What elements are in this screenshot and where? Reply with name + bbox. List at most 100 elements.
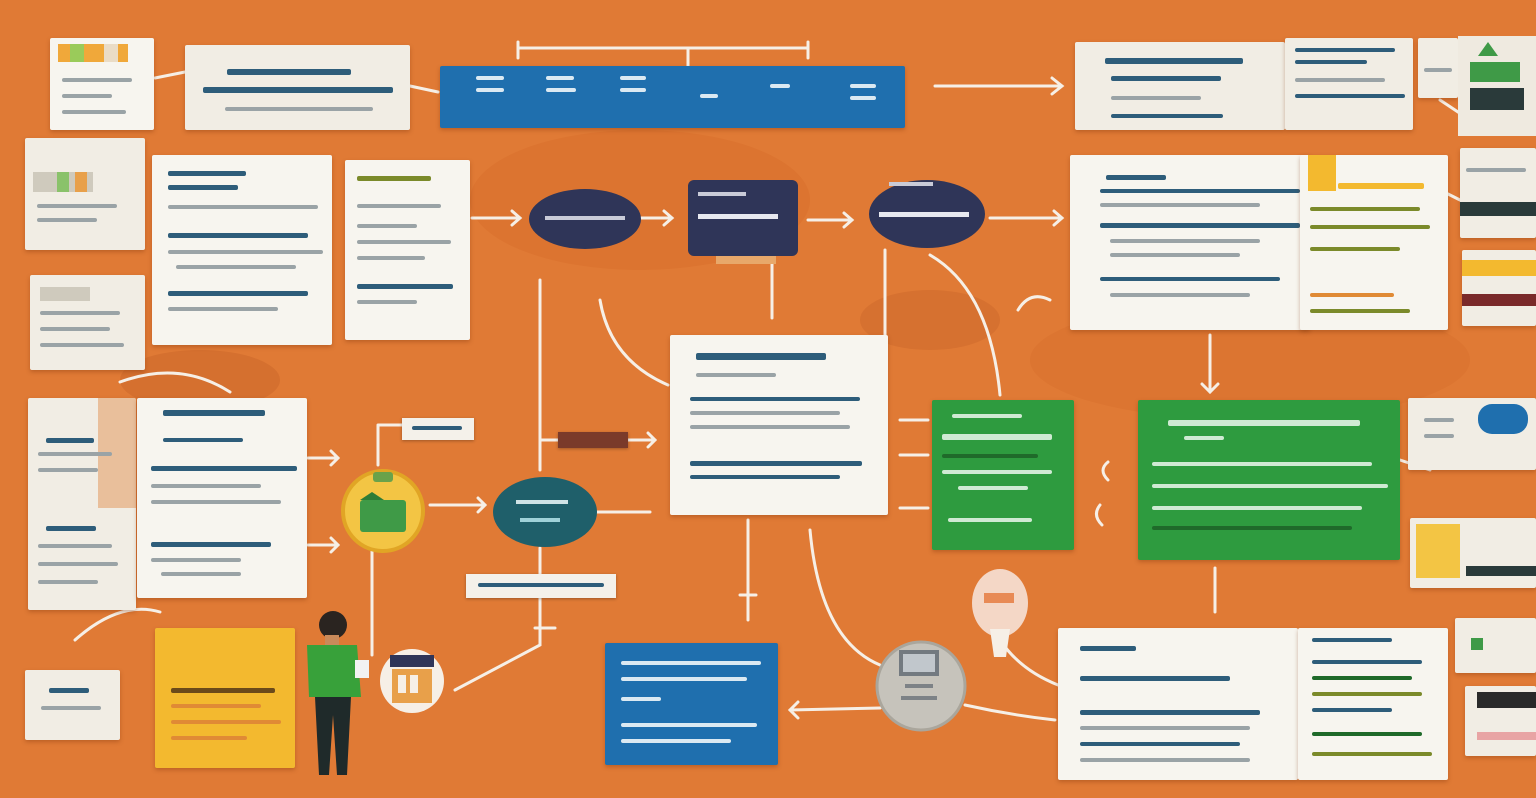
text-line xyxy=(942,454,1038,458)
right-checklist-card xyxy=(1300,155,1448,330)
text-line xyxy=(163,410,265,416)
text-line xyxy=(476,76,504,80)
arrow xyxy=(787,700,882,720)
connector xyxy=(376,423,404,467)
text-line xyxy=(1295,48,1395,52)
text-line xyxy=(1310,225,1430,229)
text-line xyxy=(1111,76,1221,81)
text-line xyxy=(620,76,646,80)
text-line xyxy=(696,353,826,360)
text-line xyxy=(621,723,757,727)
text-line xyxy=(1312,638,1392,642)
tag-block xyxy=(1308,155,1336,191)
text-line xyxy=(546,76,574,80)
text-line xyxy=(546,88,576,92)
text-line xyxy=(1295,60,1367,64)
text-line xyxy=(942,470,1052,474)
text-line xyxy=(46,526,96,531)
text-line xyxy=(1312,676,1412,680)
text-line xyxy=(690,411,840,415)
text-line xyxy=(948,518,1032,522)
connector xyxy=(808,528,882,667)
text-line xyxy=(621,677,747,681)
text-line xyxy=(357,240,451,244)
yellow-block xyxy=(1416,524,1460,578)
text-line xyxy=(1080,758,1250,762)
text-line xyxy=(225,107,373,111)
green-dot xyxy=(1471,638,1483,650)
text-line xyxy=(40,343,124,347)
text-line xyxy=(176,265,296,269)
green-card-right xyxy=(1138,400,1400,560)
text-line xyxy=(1295,78,1385,82)
text-line xyxy=(171,736,247,740)
text-line xyxy=(478,583,604,587)
text-line xyxy=(227,69,351,75)
text-line xyxy=(151,542,271,547)
text-line xyxy=(1105,58,1243,64)
text-line xyxy=(62,110,126,114)
connector xyxy=(516,40,810,60)
text-line xyxy=(1111,114,1223,118)
text-line xyxy=(1080,646,1136,651)
text-line xyxy=(690,475,840,479)
text-line xyxy=(203,87,393,93)
text-line xyxy=(357,176,431,181)
text-line xyxy=(168,171,246,176)
arrow xyxy=(988,209,1065,227)
right-edge-card xyxy=(1462,250,1536,326)
text-line xyxy=(952,414,1022,418)
text-line xyxy=(1110,253,1240,257)
text-line xyxy=(942,434,1052,440)
left-stack-card xyxy=(25,138,145,250)
text-line xyxy=(62,78,132,82)
connector xyxy=(73,607,162,642)
text-line xyxy=(37,204,117,208)
text-line xyxy=(1110,239,1260,243)
text-line xyxy=(958,486,1028,490)
left-stack-card xyxy=(30,275,145,370)
bg-blob xyxy=(1030,300,1470,420)
arrow xyxy=(1200,333,1220,395)
text-line xyxy=(357,284,453,289)
text-line xyxy=(700,94,718,98)
label-box-center xyxy=(466,574,616,598)
arrow xyxy=(933,76,1065,96)
thumbnail-block xyxy=(70,44,84,62)
text-line xyxy=(168,185,238,190)
left-thumbnail-card xyxy=(50,38,154,130)
text-line xyxy=(1424,434,1454,438)
text-line xyxy=(1152,484,1388,488)
connector xyxy=(1016,295,1052,312)
title-card-top-left xyxy=(185,45,410,130)
connector xyxy=(963,703,1057,722)
text-line xyxy=(41,706,101,710)
text-line xyxy=(1100,203,1260,207)
text-line xyxy=(168,307,278,311)
arrow xyxy=(638,209,675,227)
connector xyxy=(928,253,1002,397)
text-line xyxy=(168,250,323,254)
right-edge-card xyxy=(1408,398,1536,470)
text-line xyxy=(38,562,118,566)
blue-info-card xyxy=(605,643,778,765)
text-line xyxy=(1106,175,1166,180)
text-line xyxy=(151,500,281,504)
text-line xyxy=(171,688,275,693)
calendar-icon xyxy=(380,649,444,713)
text-line xyxy=(850,84,876,88)
text-line xyxy=(40,311,120,315)
right-edge-card xyxy=(1410,518,1536,588)
arrow xyxy=(428,496,488,514)
text-line xyxy=(38,580,98,584)
text-line xyxy=(850,96,876,100)
process-node-1 xyxy=(529,189,641,249)
text-line xyxy=(1080,742,1240,746)
text-line xyxy=(1424,68,1452,72)
connector xyxy=(1095,460,1110,527)
connector xyxy=(898,418,930,510)
right-edge-card xyxy=(1460,148,1536,238)
arrow xyxy=(470,209,523,227)
text-line xyxy=(1312,660,1422,664)
text-line xyxy=(151,466,297,471)
